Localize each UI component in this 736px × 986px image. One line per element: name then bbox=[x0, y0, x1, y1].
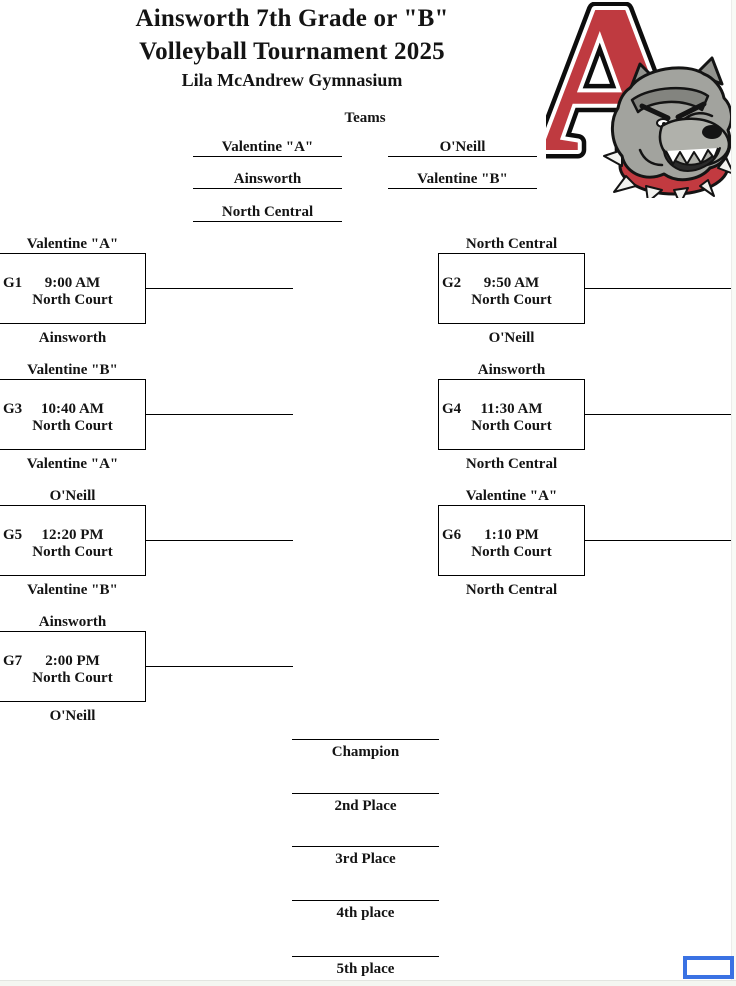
game-g5: O'Neill G5 12:20 PM North Court Valentin… bbox=[0, 488, 293, 599]
game-court: North Court bbox=[32, 670, 113, 686]
teams-heading: Teams bbox=[344, 110, 386, 126]
game-bottom-team: O'Neill bbox=[488, 330, 535, 346]
game-g6: Valentine "A" G6 1:10 PM North Court Nor… bbox=[438, 488, 731, 599]
team-slot-4: Valentine "B" bbox=[388, 171, 537, 189]
game-bottom-team: Valentine "B" bbox=[27, 582, 118, 598]
page-edge-bottom bbox=[0, 980, 736, 986]
page-title-line1: Ainsworth 7th Grade or "B" bbox=[135, 5, 449, 32]
page-edge-right bbox=[731, 0, 736, 986]
bracket-connector-line bbox=[585, 288, 731, 289]
game-bottom-team: Valentine "A" bbox=[26, 456, 119, 472]
selection-box[interactable] bbox=[683, 956, 734, 979]
game-id: G5 bbox=[3, 527, 23, 543]
game-id: G7 bbox=[3, 653, 23, 669]
game-top-team: O'Neill bbox=[49, 488, 96, 504]
page-title-line2: Volleyball Tournament 2025 bbox=[139, 38, 445, 65]
placement-slot-champion: Champion bbox=[292, 739, 439, 760]
game-top-team: North Central bbox=[465, 236, 558, 252]
team-slot-1: Valentine "A" bbox=[193, 139, 342, 157]
game-box: G1 9:00 AM North Court bbox=[0, 253, 146, 324]
game-bottom-team: North Central bbox=[465, 456, 558, 472]
game-court: North Court bbox=[471, 544, 552, 560]
ainsworth-bulldogs-logo: A A A bbox=[525, 0, 736, 205]
bracket-connector-line bbox=[585, 414, 731, 415]
game-bottom-team: North Central bbox=[465, 582, 558, 598]
game-box: G4 11:30 AM North Court bbox=[438, 379, 585, 450]
bracket-connector-line bbox=[146, 540, 293, 541]
game-id: G1 bbox=[3, 275, 23, 291]
game-court: North Court bbox=[32, 418, 113, 434]
bracket-connector-line bbox=[146, 414, 293, 415]
game-top-team: Ainsworth bbox=[38, 614, 107, 630]
team-slot-5: North Central bbox=[193, 204, 342, 222]
game-time: 9:50 AM bbox=[483, 275, 540, 291]
game-box: G6 1:10 PM North Court bbox=[438, 505, 585, 576]
placement-slot-4th: 4th place bbox=[292, 900, 439, 921]
game-time: 10:40 AM bbox=[41, 401, 104, 417]
game-id: G4 bbox=[442, 401, 462, 417]
placement-slot-5th: 5th place bbox=[292, 956, 439, 977]
game-time: 9:00 AM bbox=[44, 275, 101, 291]
bracket-connector-line bbox=[146, 288, 293, 289]
bracket-connector-line bbox=[146, 666, 293, 667]
game-id: G6 bbox=[442, 527, 462, 543]
game-g3: Valentine "B" G3 10:40 AM North Court Va… bbox=[0, 362, 293, 473]
game-box: G7 2:00 PM North Court bbox=[0, 631, 146, 702]
game-court: North Court bbox=[471, 418, 552, 434]
game-g1: Valentine "A" G1 9:00 AM North Court Ain… bbox=[0, 236, 293, 347]
game-time: 11:30 AM bbox=[480, 401, 543, 417]
game-g2: North Central G2 9:50 AM North Court O'N… bbox=[438, 236, 731, 347]
bracket-connector-line bbox=[585, 540, 731, 541]
team-slot-2: O'Neill bbox=[388, 139, 537, 157]
placement-slot-2nd: 2nd Place bbox=[292, 793, 439, 814]
game-court: North Court bbox=[32, 292, 113, 308]
game-top-team: Valentine "A" bbox=[465, 488, 558, 504]
game-bottom-team: Ainsworth bbox=[38, 330, 107, 346]
game-time: 1:10 PM bbox=[484, 527, 539, 543]
game-box: G3 10:40 AM North Court bbox=[0, 379, 146, 450]
game-id: G3 bbox=[3, 401, 23, 417]
page-subtitle: Lila McAndrew Gymnasium bbox=[181, 70, 403, 90]
game-top-team: Valentine "A" bbox=[26, 236, 119, 252]
game-court: North Court bbox=[32, 544, 113, 560]
game-bottom-team: O'Neill bbox=[49, 708, 96, 724]
game-time: 2:00 PM bbox=[45, 653, 100, 669]
game-g4: Ainsworth G4 11:30 AM North Court North … bbox=[438, 362, 731, 473]
game-g7: Ainsworth G7 2:00 PM North Court O'Neill bbox=[0, 614, 293, 725]
game-id: G2 bbox=[442, 275, 462, 291]
game-court: North Court bbox=[471, 292, 552, 308]
game-box: G5 12:20 PM North Court bbox=[0, 505, 146, 576]
game-box: G2 9:50 AM North Court bbox=[438, 253, 585, 324]
team-slot-3: Ainsworth bbox=[193, 171, 342, 189]
game-top-team: Ainsworth bbox=[477, 362, 546, 378]
page-header: Ainsworth 7th Grade or "B" Volleyball To… bbox=[0, 2, 584, 93]
block-a-bulldog-icon: A A A bbox=[525, 0, 735, 205]
placement-slot-3rd: 3rd Place bbox=[292, 846, 439, 867]
game-top-team: Valentine "B" bbox=[27, 362, 118, 378]
game-time: 12:20 PM bbox=[41, 527, 104, 543]
